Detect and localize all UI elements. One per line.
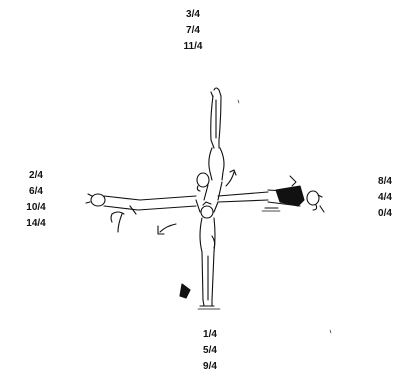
- figure-top-handstand: [197, 88, 236, 200]
- figure-right-horizontal: [218, 190, 324, 212]
- figure-left-horizontal: [86, 194, 196, 232]
- black-arrow-icon: [180, 284, 190, 298]
